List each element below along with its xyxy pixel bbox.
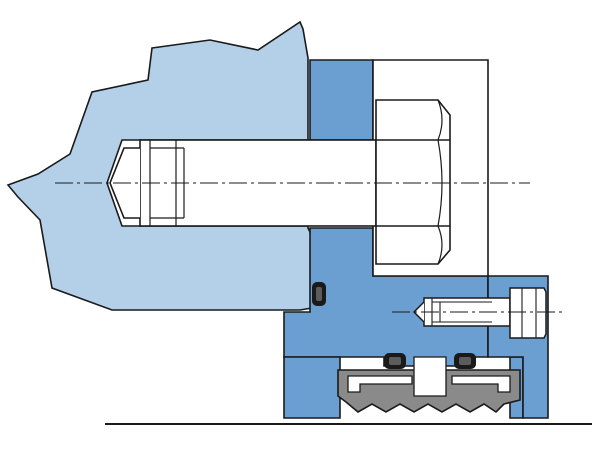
hex-bolt-head xyxy=(375,99,451,265)
seal-groove-insert xyxy=(413,356,447,397)
flange xyxy=(309,59,374,141)
seal-ring-inner xyxy=(459,357,471,365)
lip-seal-core xyxy=(347,375,413,393)
lip-seal-core xyxy=(451,375,511,393)
flange-foot-left xyxy=(283,356,341,419)
cap-screw-head xyxy=(509,287,547,339)
seal-ring-inner xyxy=(389,357,401,365)
o-ring-inner xyxy=(316,287,322,301)
